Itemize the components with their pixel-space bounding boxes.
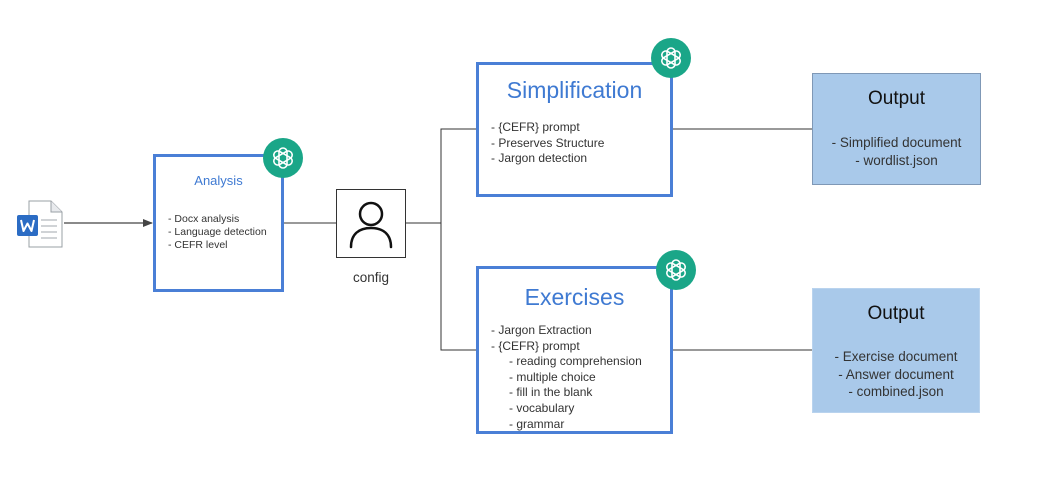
openai-logo-icon: [656, 250, 696, 290]
list-item: - Answer document: [838, 366, 954, 382]
line-branch-to-exercises: [440, 223, 476, 351]
list-item: - Jargon Extraction: [491, 323, 592, 337]
output-list: - Simplified document - wordlist.json: [813, 134, 980, 169]
exercises-title: Exercises: [524, 284, 625, 310]
exercises-output-box: Output - Exercise document - Answer docu…: [812, 288, 980, 413]
simplification-title: Simplification: [506, 77, 643, 103]
output-title: Output: [867, 303, 925, 324]
simplification-list: - {CEFR} prompt - Preserves Structure - …: [491, 120, 604, 167]
openai-logo-icon: [263, 138, 303, 178]
analysis-list: - Docx analysis - Language detection - C…: [168, 213, 267, 252]
simplification-box: Simplification - {CEFR} prompt - Preserv…: [476, 62, 673, 197]
list-item: - multiple choice: [509, 369, 596, 384]
exercises-box: Exercises - Jargon Extraction - {CEFR} p…: [476, 266, 673, 434]
list-item: - {CEFR} prompt: [491, 120, 580, 134]
list-item: - Preserves Structure: [491, 135, 605, 150]
list-item: - grammar: [509, 416, 565, 431]
list-item: - Simplified document: [831, 135, 962, 150]
simplification-output-box: Output - Simplified document - wordlist.…: [812, 73, 981, 185]
analysis-box: Analysis - Docx analysis - Language dete…: [153, 154, 284, 292]
config-user-box: [336, 189, 406, 258]
list-item: - CEFR level: [168, 239, 228, 252]
analysis-title: Analysis: [194, 173, 243, 188]
list-item: - fill in the blank: [509, 385, 593, 400]
openai-logo-icon: [651, 38, 691, 78]
list-item: - Language detection: [168, 226, 267, 239]
user-icon: [349, 201, 393, 249]
output-list: - Exercise document - Answer document - …: [813, 348, 979, 401]
output-title: Output: [867, 88, 926, 109]
list-item: - Docx analysis: [168, 213, 240, 225]
config-label: config: [352, 270, 390, 285]
exercises-list: - Jargon Extraction - {CEFR} prompt - re…: [491, 323, 642, 432]
list-item: - combined.json: [848, 384, 944, 400]
list-item: - Jargon detection: [491, 151, 588, 166]
list-item: - Exercise document: [834, 349, 958, 364]
word-document-icon: [17, 200, 63, 248]
line-branch-to-simplification: [440, 128, 476, 223]
list-item: - wordlist.json: [855, 152, 938, 168]
list-item: - {CEFR} prompt: [491, 338, 580, 353]
list-item: - reading comprehension: [509, 354, 642, 369]
list-item: - vocabulary: [509, 400, 575, 415]
